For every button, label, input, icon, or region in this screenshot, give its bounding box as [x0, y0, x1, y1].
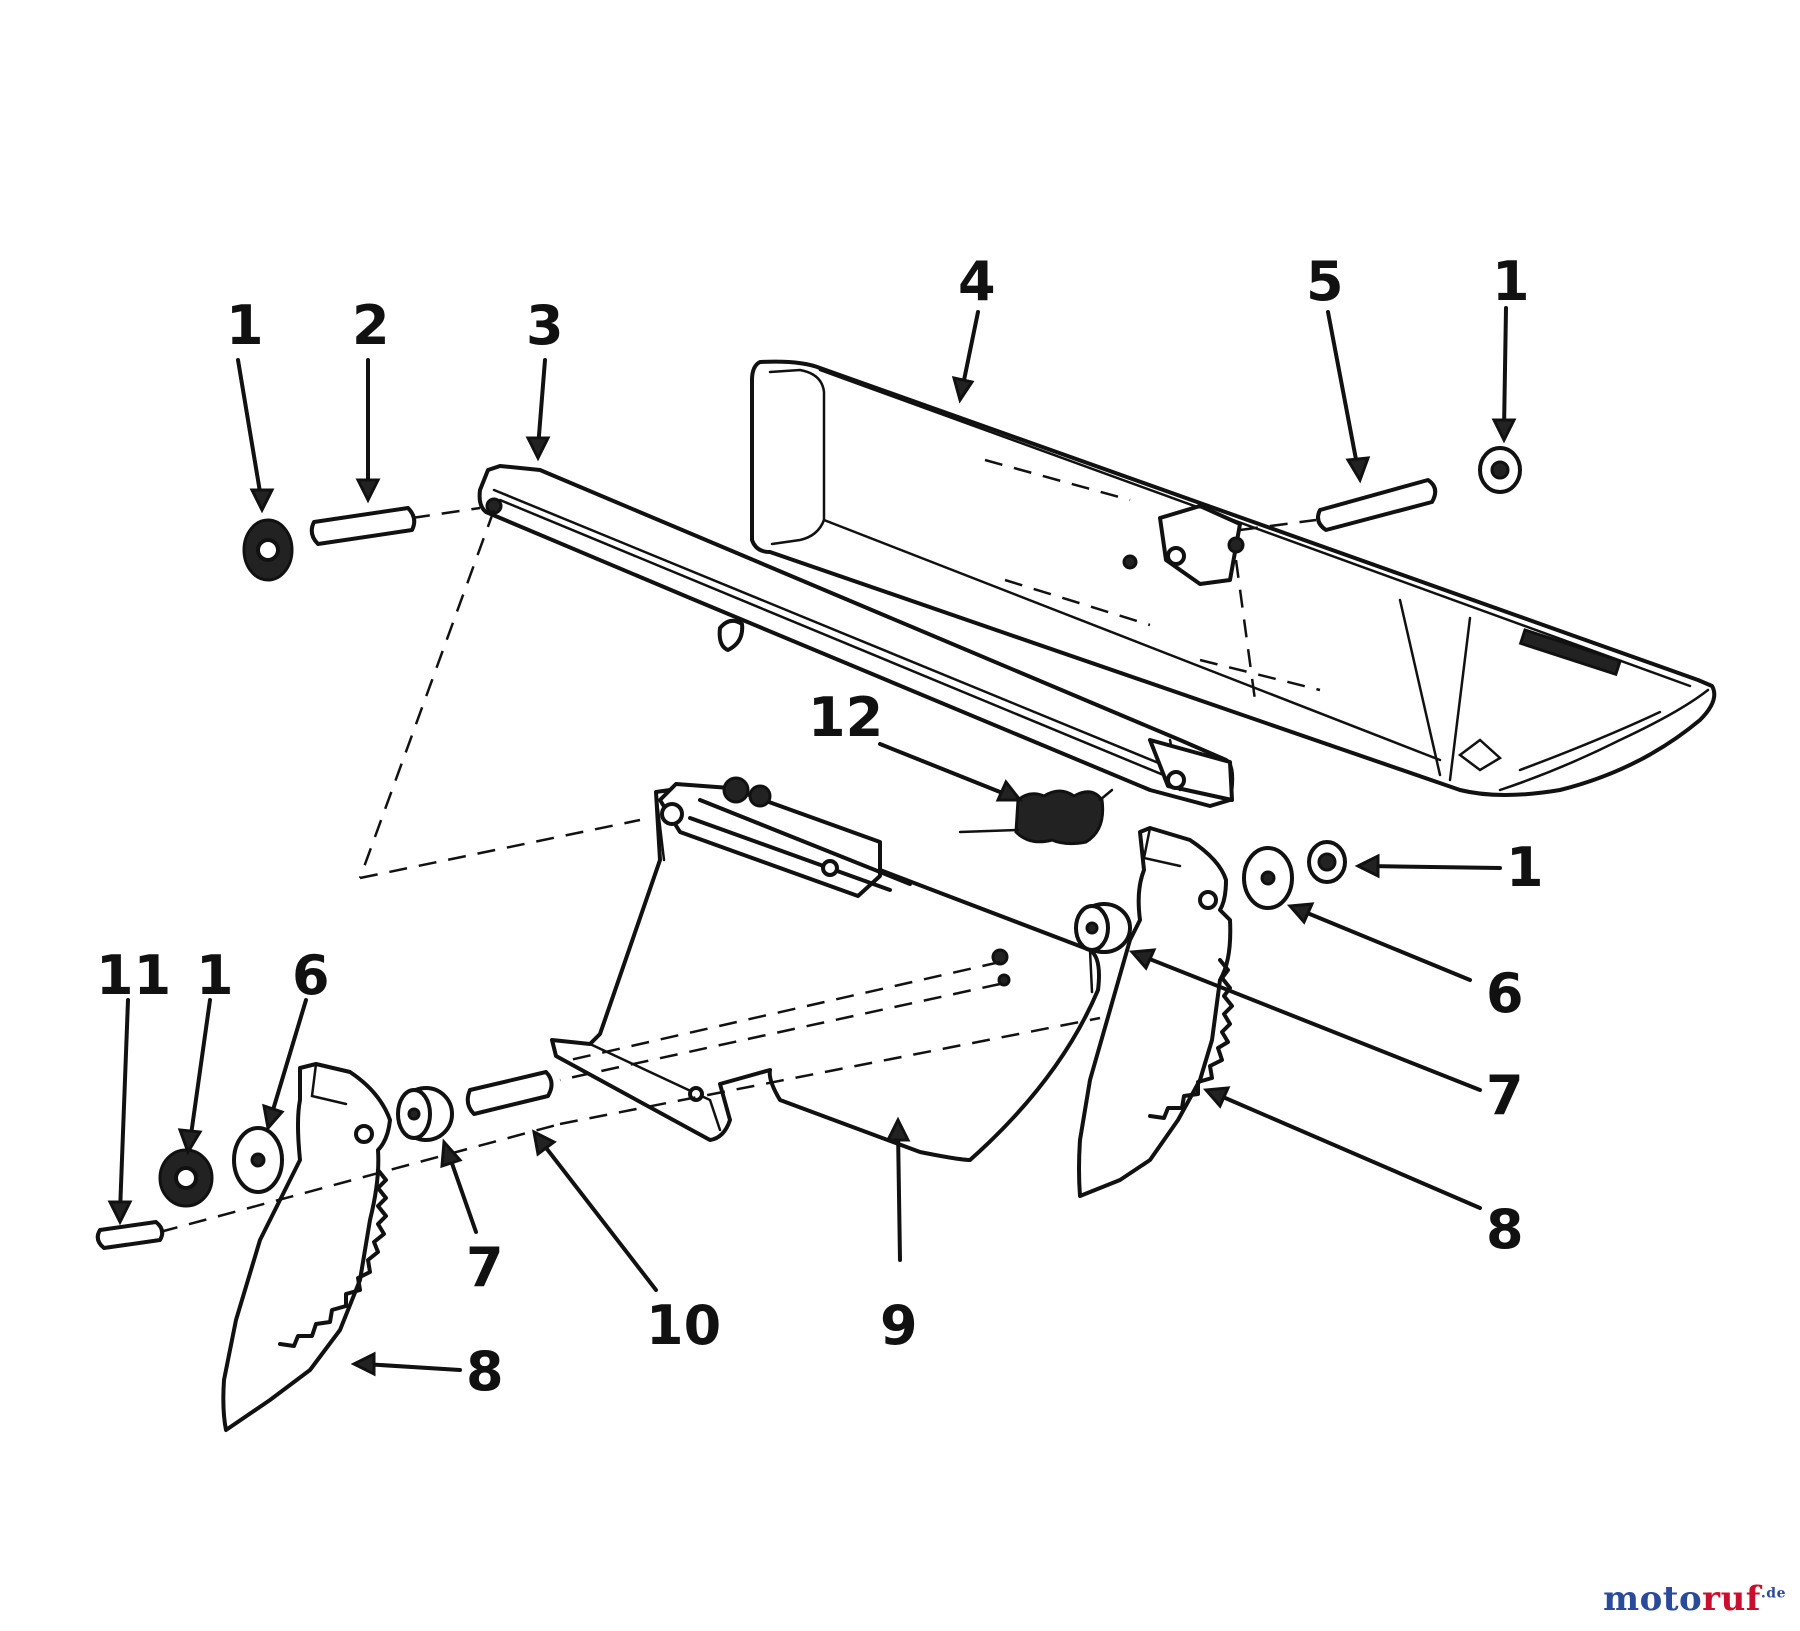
right-hardware [1074, 840, 1347, 954]
watermark-part-3: .de [1760, 1585, 1786, 1602]
callout-2: 2 [352, 294, 390, 357]
callout-labels: 1 2 3 4 5 1 12 1 6 7 8 11 1 6 7 10 9 8 [96, 250, 1544, 1403]
anti-kickback-pawl-left [221, 1062, 392, 1432]
top-right-hardware [1239, 446, 1522, 532]
leader-arrows [107, 306, 1517, 1377]
blade-guard-housing [750, 359, 1717, 797]
callout-1: 1 [226, 294, 264, 357]
callout-8: 8 [466, 1340, 504, 1403]
callout-1: 1 [196, 944, 234, 1007]
left-hardware [95, 1016, 1101, 1250]
callout-10: 10 [646, 1294, 721, 1357]
callout-6: 6 [292, 944, 330, 1007]
watermark-part-2: ruf [1702, 1579, 1761, 1619]
callout-3: 3 [526, 294, 564, 357]
callout-1: 1 [1492, 250, 1530, 313]
callout-8: 8 [1486, 1198, 1524, 1261]
callout-11: 11 [96, 944, 171, 1007]
callout-4: 4 [958, 250, 996, 313]
top-left-hardware [242, 506, 481, 582]
site-watermark: motoruf.de [1603, 1579, 1786, 1619]
spring [958, 788, 1114, 846]
callout-12: 12 [808, 686, 883, 749]
callout-5: 5 [1306, 250, 1344, 313]
support-arm-rail [358, 464, 1235, 880]
callout-9: 9 [880, 1294, 918, 1357]
callout-1: 1 [1506, 836, 1544, 899]
callout-7: 7 [466, 1236, 504, 1299]
callout-6: 6 [1486, 962, 1524, 1025]
callout-7: 7 [1486, 1064, 1524, 1127]
anti-kickback-pawl-right [1077, 826, 1234, 1198]
spreader-plate [550, 776, 1101, 1162]
watermark-part-1: moto [1603, 1579, 1703, 1619]
